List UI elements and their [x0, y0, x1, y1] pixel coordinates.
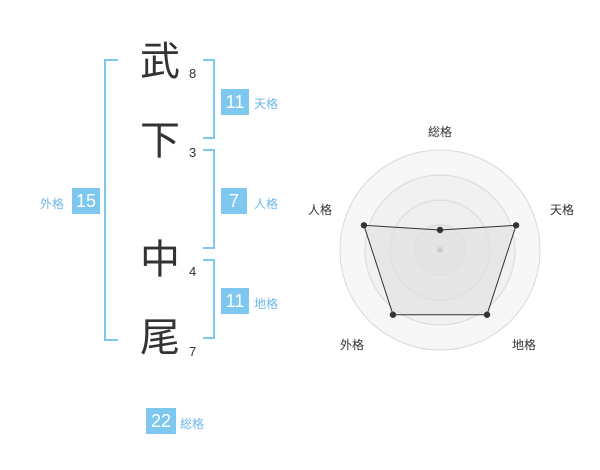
name-char-1: 武 [140, 39, 180, 85]
gaikaku-label: 外格 [40, 197, 65, 211]
radar-point-3 [483, 311, 491, 318]
chikaku-value: 11 [221, 288, 249, 314]
radar-axis-label-sougaku: 総格 [427, 125, 452, 139]
gaikaku-value: 15 [72, 188, 100, 214]
stroke-count-2: 3 [189, 145, 197, 160]
radar-axis-label-tenkaku: 天格 [549, 203, 574, 217]
name-char-3: 中 [140, 237, 180, 283]
gaikaku-bracket [104, 59, 118, 341]
radar-series-area [363, 224, 517, 316]
jinkaku-bracket [203, 149, 215, 249]
radar-center-dot [437, 247, 443, 253]
name-char-2: 下 [140, 118, 180, 164]
tenkaku-label: 天格 [254, 97, 279, 111]
radar-point-4 [389, 311, 397, 318]
tenkaku-value: 11 [221, 89, 249, 115]
tenkaku-bracket [203, 59, 215, 139]
radar-point-2 [512, 222, 520, 229]
radar-point-1 [436, 226, 444, 234]
soukaku-value: 22 [146, 408, 176, 434]
radar-point-5 [360, 222, 368, 229]
jinkaku-value: 7 [221, 188, 247, 214]
radar-axis-label-jinkaku: 人格 [307, 203, 332, 217]
stroke-count-3: 4 [189, 264, 197, 279]
chikaku-bracket [203, 259, 215, 339]
name-char-4: 尾 [140, 315, 180, 361]
stroke-count-1: 8 [189, 66, 197, 81]
stroke-count-4: 7 [189, 344, 197, 359]
jinkaku-label: 人格 [254, 197, 279, 211]
chikaku-label: 地格 [254, 297, 279, 311]
soukaku-label: 総格 [180, 417, 205, 431]
radar-axis-label-gaikaku: 外格 [339, 338, 364, 352]
radar-axis-label-chikaku: 地格 [511, 338, 536, 352]
